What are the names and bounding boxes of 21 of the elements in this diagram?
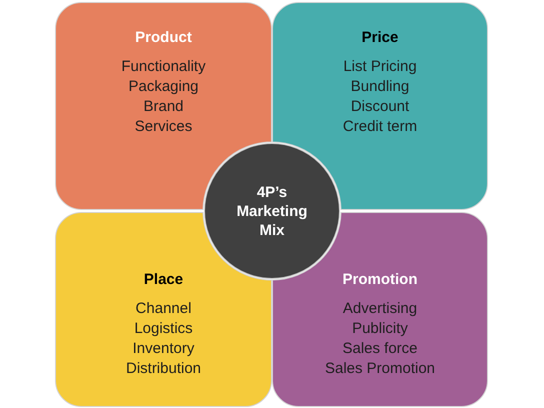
list-item: Bundling xyxy=(350,77,410,97)
category-title: Place xyxy=(144,270,184,290)
list-item: Advertising xyxy=(342,299,418,319)
list-item: Sales force xyxy=(342,339,418,359)
circle-label: 4P’s Marketing Mix xyxy=(236,182,308,240)
list-item: Brand xyxy=(143,97,184,117)
list-item: Inventory xyxy=(132,339,194,359)
list-item: List Pricing xyxy=(343,57,417,77)
list-item: Sales Promotion xyxy=(324,359,436,379)
list-item: Credit term xyxy=(342,117,418,137)
list-item: Packaging xyxy=(128,77,199,97)
list-item: Publicity xyxy=(352,319,408,339)
list-item: Distribution xyxy=(126,359,202,379)
list-item: Channel xyxy=(136,299,192,319)
list-item: Functionality xyxy=(121,57,206,77)
category-title: Promotion xyxy=(342,270,418,290)
list-item: Logistics xyxy=(134,319,193,339)
category-title: Product xyxy=(135,28,192,48)
list-item: Services xyxy=(134,117,192,137)
list-item: Discount xyxy=(350,97,410,117)
category-title: Price xyxy=(362,28,398,48)
